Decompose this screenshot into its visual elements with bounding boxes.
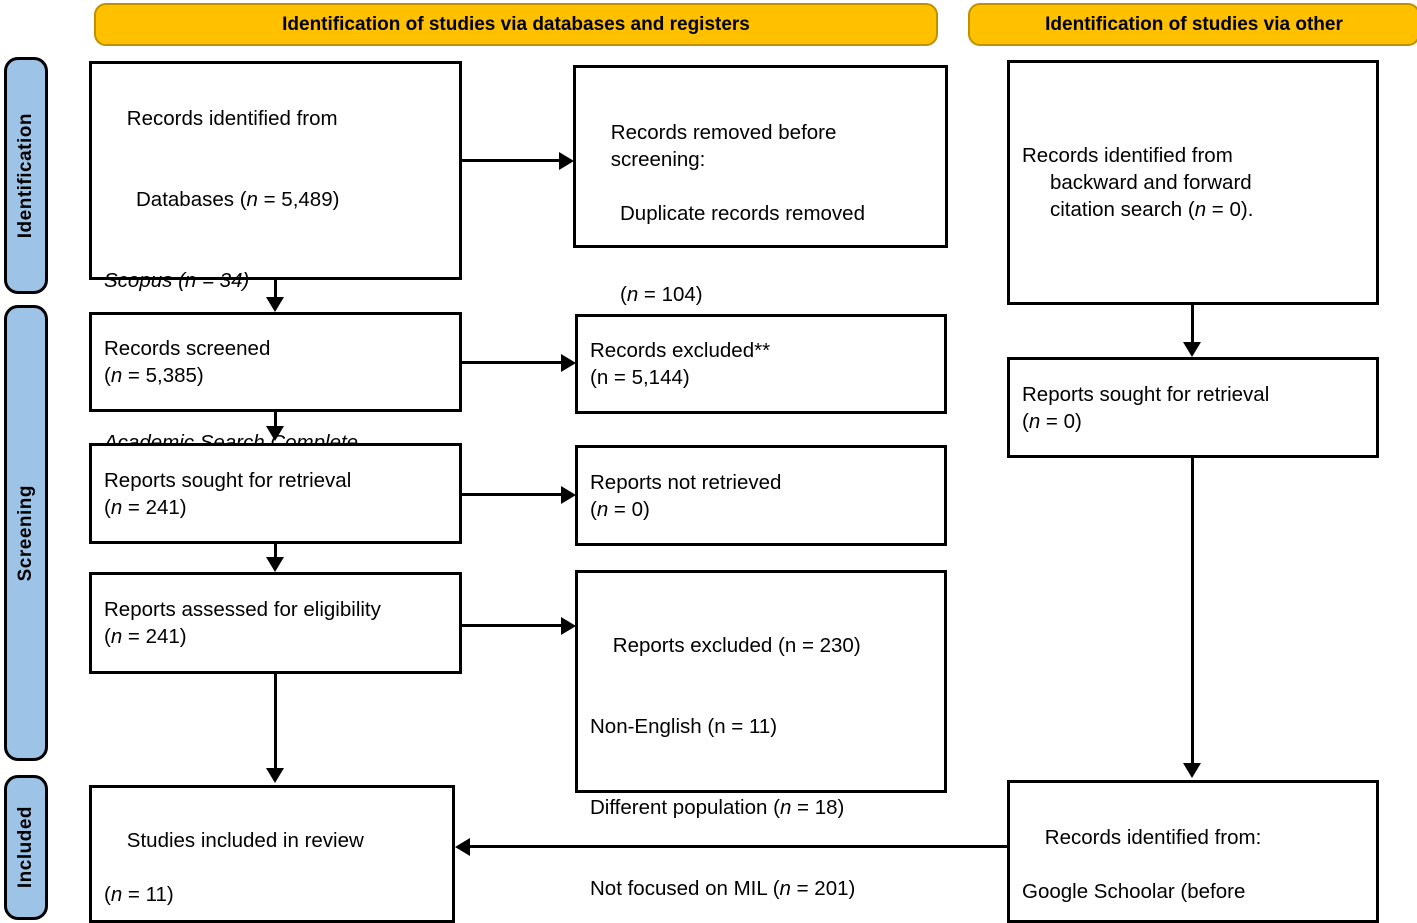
box-studies-included: Studies included in review (n = 11) Repo… — [89, 785, 455, 923]
other-sought-line1: Reports sought for retrieval — [1022, 382, 1270, 406]
reports-sought-line2: (n = 241) — [104, 495, 187, 519]
reports-excluded-line5: Not focused on MIL (n = 201) — [590, 877, 856, 900]
connector-sought-to-assessed — [274, 544, 277, 557]
other-records-line2: Google Schoolar (before — [1022, 880, 1246, 903]
connector-otherrecords-to-included — [470, 845, 1008, 848]
other-identified-line2: backward and forward — [1050, 171, 1252, 194]
box-reports-assessed: Reports assessed for eligibility (n = 24… — [89, 572, 462, 674]
arrow-assessed-to-included — [266, 768, 284, 783]
box-records-screened: Records screened (n = 5,385) — [89, 312, 462, 412]
reports-assessed-line2: (n = 241) — [104, 625, 187, 648]
records-screened-line2: (n = 5,385) — [104, 364, 204, 387]
box-reports-excluded: Reports excluded (n = 230) Non-English (… — [575, 570, 947, 900]
reports-assessed-line1: Reports assessed for eligibility — [104, 598, 381, 621]
banner-other-methods: Identification of studies via other — [968, 3, 1417, 46]
records-identified-line2: Databases (n = 5,489) — [136, 188, 340, 211]
records-screened-line1: Records screened — [104, 337, 271, 360]
box-reports-not-retrieved: Reports not retrieved (n = 0) — [575, 445, 947, 546]
other-records-line1: Records identified from: — [1044, 826, 1262, 849]
reports-excluded-line4: Different population (n = 18) — [590, 796, 845, 819]
other-sought-line2: (n = 0) — [1022, 409, 1082, 433]
arrow-othersought-to-otherrecords — [1183, 763, 1201, 778]
connector-screened-to-excluded — [462, 361, 563, 364]
stage-band-identification: Identification — [4, 57, 48, 294]
box-records-identified: Records identified from Databases (n = 5… — [89, 61, 462, 616]
arrow-screened-to-excluded — [561, 354, 576, 372]
arrow-sought-to-assessed — [266, 557, 284, 572]
arrow-sought-to-notretrieved — [561, 486, 576, 504]
reports-excluded-line3: Non-English (n = 11) — [590, 715, 778, 738]
studies-included-line1: Studies included in review — [126, 829, 364, 852]
arrow-assessed-to-reportsexcluded — [561, 617, 576, 635]
connector-identified-to-screened — [274, 280, 277, 299]
arrow-otheridentified-to-othersought — [1183, 342, 1201, 357]
box-other-identified: Records identified from backward and for… — [1007, 60, 1379, 305]
records-identified-line3: Scopus (n = 34) — [104, 269, 250, 292]
banner-other-methods-label: Identification of studies via other — [1045, 13, 1343, 35]
reports-not-retrieved-line2: (n = 0) — [590, 497, 650, 521]
banner-databases-registers-label: Identification of studies via databases … — [282, 13, 750, 35]
reports-excluded-line1: Reports excluded (n = 230) — [612, 634, 861, 657]
reports-not-retrieved-line1: Reports not retrieved — [590, 470, 782, 494]
stage-band-included-label: Included — [15, 806, 36, 889]
connector-screened-to-sought — [274, 412, 277, 426]
connector-othersought-to-otherrecords — [1191, 458, 1194, 763]
records-removed-line3: Duplicate records removed — [620, 202, 865, 225]
box-records-excluded: Records excluded** (n = 5,144) — [575, 314, 947, 414]
records-removed-line2: screening: — [610, 148, 706, 171]
studies-included-line2: (n = 11) — [104, 883, 174, 906]
box-other-sought: Reports sought for retrieval (n = 0) — [1007, 357, 1379, 458]
box-reports-sought: Reports sought for retrieval (n = 241) — [89, 443, 462, 544]
records-excluded-line2: (n = 5,144) — [590, 366, 690, 389]
stage-band-included: Included — [4, 775, 48, 920]
connector-identified-to-removed — [462, 159, 561, 162]
arrow-screened-to-sought — [266, 426, 284, 441]
arrow-otherrecords-to-included — [455, 838, 470, 856]
box-records-removed: Records removed before screening: Duplic… — [573, 65, 948, 306]
connector-assessed-to-reportsexcluded — [462, 624, 563, 627]
reports-sought-line1: Reports sought for retrieval — [104, 468, 352, 492]
records-removed-line1: Records removed before — [610, 121, 837, 144]
connector-assessed-to-included — [274, 674, 277, 768]
arrow-identified-to-screened — [266, 297, 284, 312]
records-removed-line4: (n = 104) — [620, 283, 703, 306]
box-other-records: Records identified from: Google Schoolar… — [1007, 780, 1379, 923]
other-identified-line3: citation search (n = 0). — [1050, 198, 1254, 221]
records-identified-line1: Records identified from — [126, 107, 338, 130]
connector-otheridentified-to-othersought — [1191, 305, 1194, 342]
stage-band-screening-label: Screening — [15, 484, 36, 582]
other-identified-line1: Records identified from — [1022, 144, 1233, 167]
records-excluded-line1: Records excluded** — [590, 339, 771, 362]
stage-band-identification-label: Identification — [15, 112, 36, 239]
banner-databases-registers: Identification of studies via databases … — [94, 3, 938, 46]
stage-band-screening: Screening — [4, 305, 48, 761]
arrow-identified-to-removed — [559, 152, 574, 170]
connector-sought-to-notretrieved — [462, 493, 563, 496]
